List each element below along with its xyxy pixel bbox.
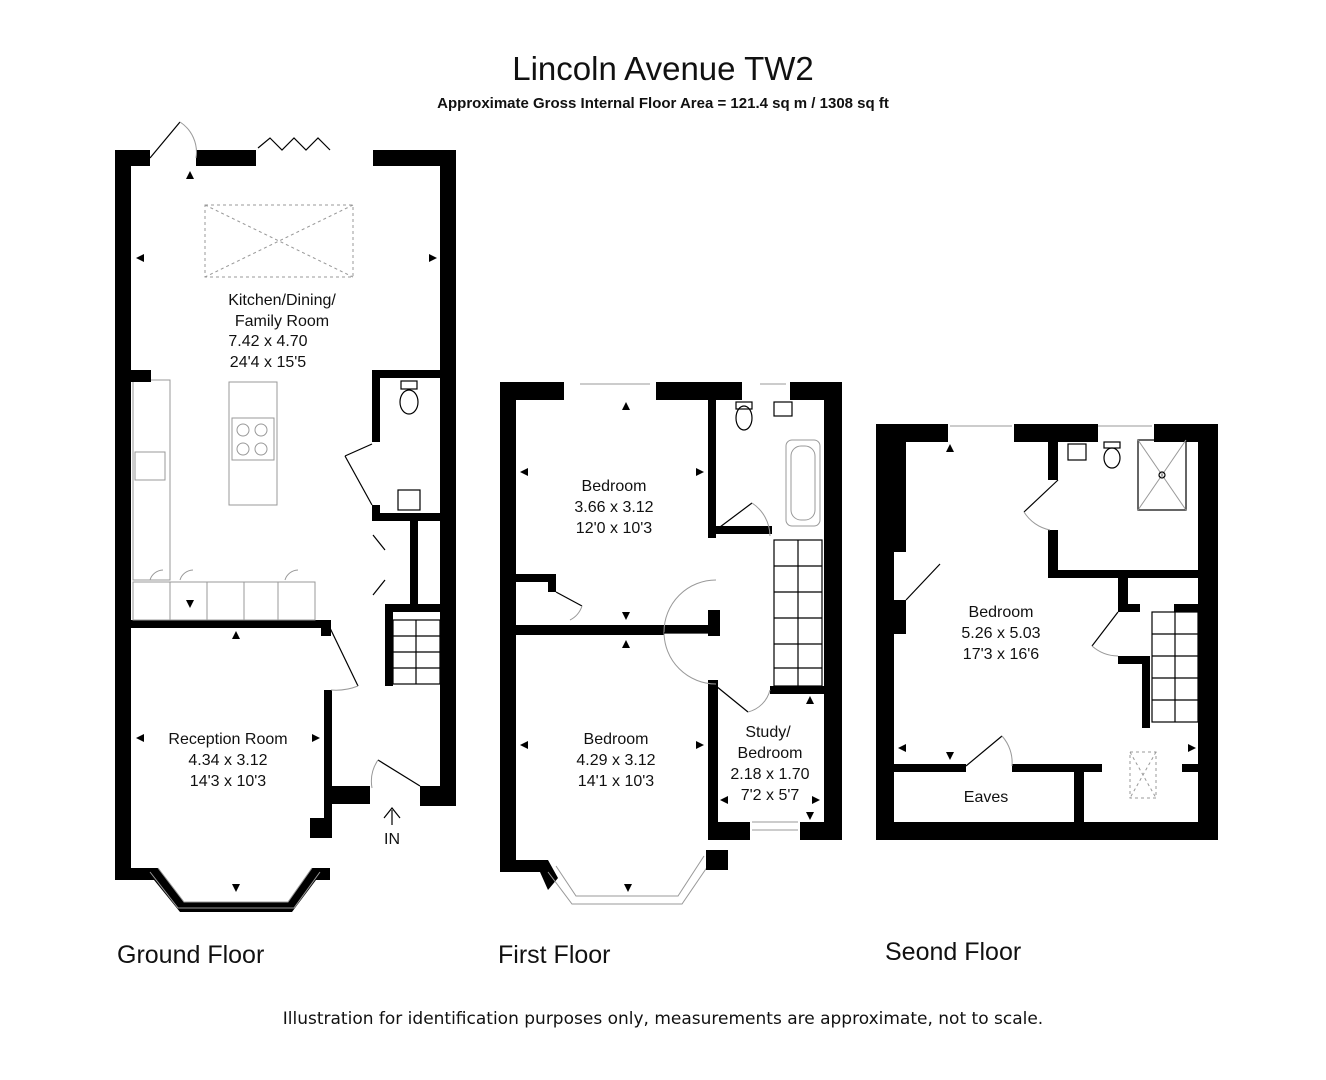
sf-bedroom-name: Bedroom <box>969 604 1034 621</box>
first-floor-label: First Floor <box>498 941 611 969</box>
reception-metric: 4.34 x 3.12 <box>188 752 267 769</box>
second-floor-plan: Bedroom 5.26 x 5.03 17'3 x 16'6 Eaves Se… <box>876 424 1218 966</box>
kitchen-imperial: 24'4 x 15'5 <box>230 354 306 371</box>
floor-area-subtitle: Approximate Gross Internal Floor Area = … <box>437 95 889 112</box>
eaves-name: Eaves <box>964 789 1008 806</box>
ff-front-bedroom-metric: 4.29 x 3.12 <box>576 752 655 769</box>
study-name-line1: Study/ <box>745 724 791 741</box>
study-imperial: 7'2 x 5'7 <box>741 787 800 804</box>
kitchen-metric: 7.42 x 4.70 <box>228 333 307 350</box>
ground-floor-label: Ground Floor <box>117 941 264 969</box>
plan-title: Lincoln Avenue TW2 <box>512 50 814 87</box>
ff-front-bedroom-name: Bedroom <box>584 731 649 748</box>
reception-name: Reception Room <box>168 731 287 748</box>
ff-rear-bedroom-name: Bedroom <box>582 478 647 495</box>
study-metric: 2.18 x 1.70 <box>730 766 809 783</box>
sf-bedroom-imperial: 17'3 x 16'6 <box>963 646 1039 663</box>
ff-rear-bedroom-imperial: 12'0 x 10'3 <box>576 520 652 537</box>
kitchen-name-line2: Family Room <box>235 313 329 330</box>
first-floor-plan: Bedroom 3.66 x 3.12 12'0 x 10'3 Bedroom … <box>498 382 842 969</box>
reception-imperial: 14'3 x 10'3 <box>190 773 266 790</box>
ff-rear-bedroom-metric: 3.66 x 3.12 <box>574 499 653 516</box>
disclaimer-text: Illustration for identification purposes… <box>282 1009 1044 1029</box>
study-name-line2: Bedroom <box>738 745 803 762</box>
kitchen-name-line1: Kitchen/Dining/ <box>228 292 336 309</box>
entrance-label: IN <box>384 831 400 848</box>
second-floor-label: Seond Floor <box>885 938 1021 966</box>
sf-bedroom-metric: 5.26 x 5.03 <box>961 625 1040 642</box>
ground-floor-plan: Kitchen/Dining/ Family Room 7.42 x 4.70 … <box>115 121 456 969</box>
ff-front-bedroom-imperial: 14'1 x 10'3 <box>578 773 654 790</box>
